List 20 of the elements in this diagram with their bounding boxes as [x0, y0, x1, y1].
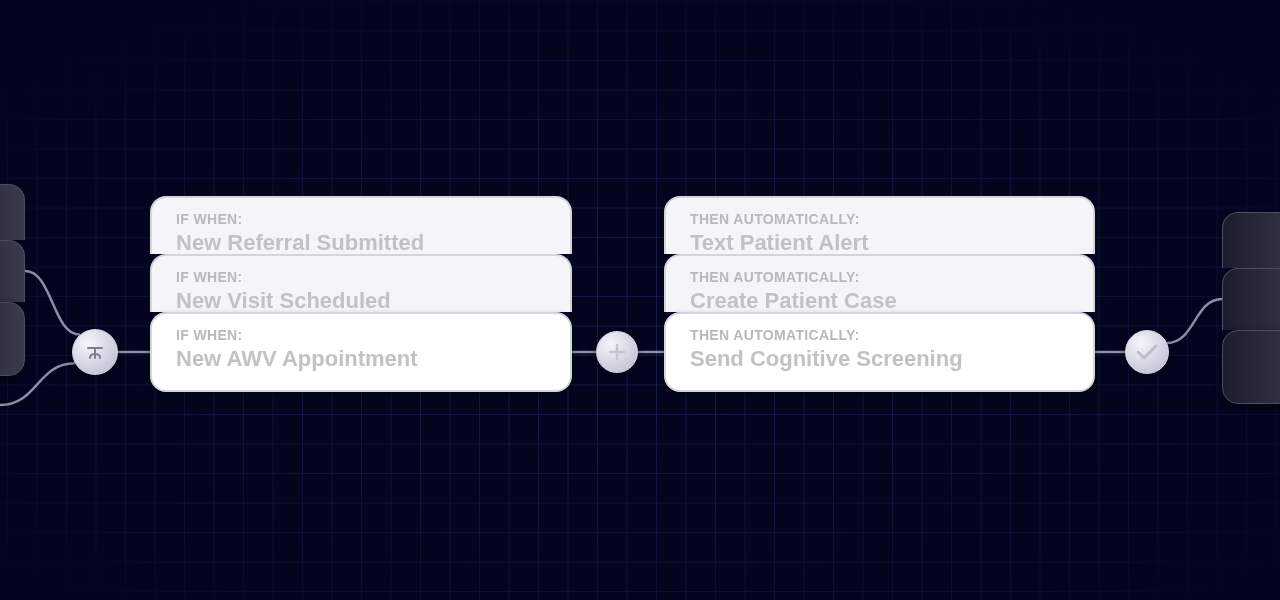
trigger-card: [150, 196, 572, 254]
connector-line: [638, 350, 664, 354]
action-card: [664, 196, 1095, 254]
connector-line: [118, 350, 150, 354]
card-label: THEN AUTOMATICALLY:: [690, 210, 860, 228]
connector-line: [24, 269, 81, 336]
card-label: THEN AUTOMATICALLY:: [690, 268, 860, 286]
card-label: IF WHEN:: [176, 210, 243, 228]
trigger-card: [150, 254, 572, 312]
card-title: New AWV Appointment: [176, 345, 418, 373]
connector-line: [0, 361, 76, 407]
card-label: IF WHEN:: [176, 326, 243, 344]
action-card: [664, 254, 1095, 312]
connector-line: [572, 350, 596, 354]
card-label: THEN AUTOMATICALLY:: [690, 326, 860, 344]
card-title: Send Cognitive Screening: [690, 345, 963, 373]
trigger-card: [150, 312, 572, 392]
connector-line: [1095, 350, 1125, 354]
card-label: IF WHEN:: [176, 268, 243, 286]
action-card: [664, 312, 1095, 392]
